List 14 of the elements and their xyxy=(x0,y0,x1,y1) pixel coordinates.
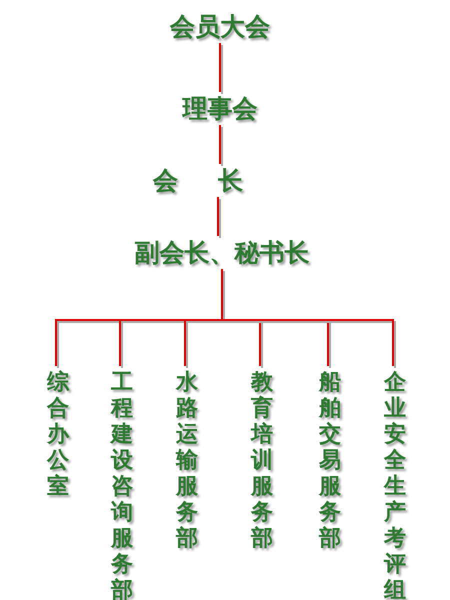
connector-line xyxy=(217,197,221,238)
department-label: 综合办公室 xyxy=(47,370,69,500)
department-label: 船舶交易服务部 xyxy=(319,370,341,552)
department-label: 企业安全生产考评组 xyxy=(384,370,406,600)
department-label: 教育培训服务部 xyxy=(251,370,273,552)
position-label: 副会长、秘书长 xyxy=(134,240,310,265)
position-label: 理事会 xyxy=(182,96,258,121)
position-label: 会长 xyxy=(153,168,283,193)
connector-line xyxy=(221,269,396,368)
department-label: 水路运输服务部 xyxy=(176,370,198,552)
connector-line xyxy=(219,43,223,94)
department-label: 工程建设咨询服务部 xyxy=(111,370,133,600)
position-label: 会员大会 xyxy=(170,14,270,39)
connector-line xyxy=(219,125,223,166)
